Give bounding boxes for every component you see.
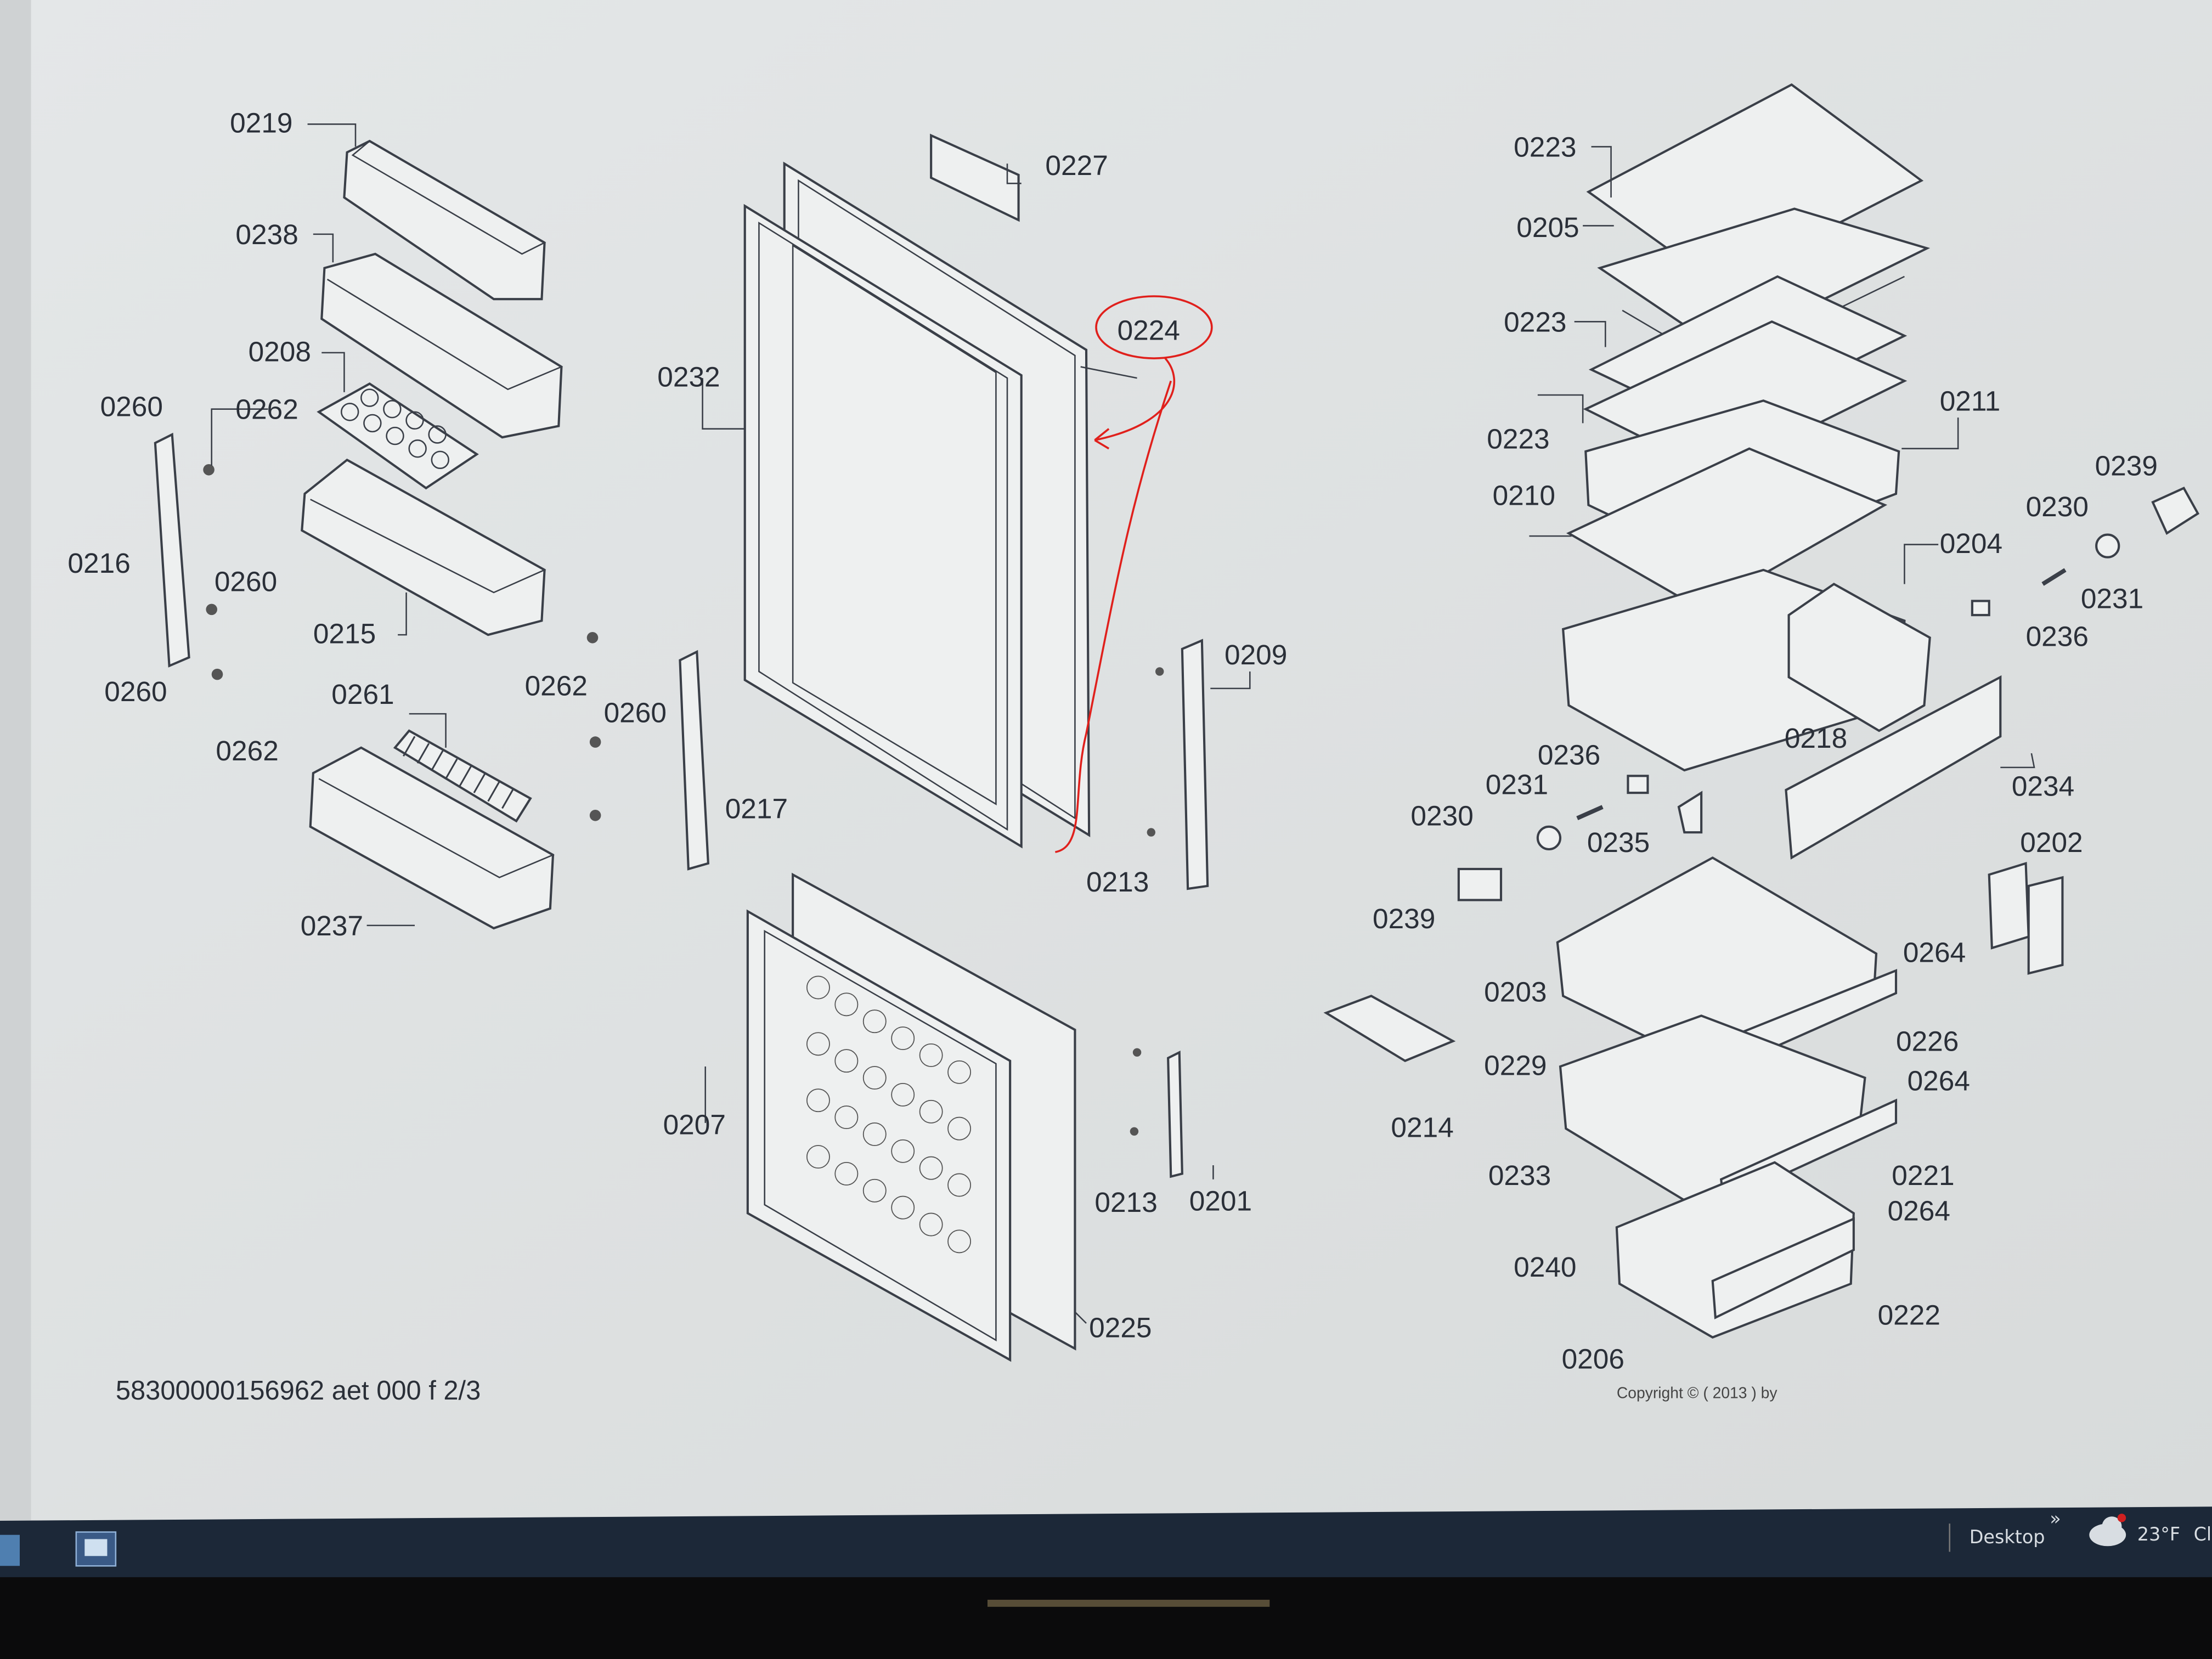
callout: 0230 [1410,799,1473,831]
callout: 0230 [2026,490,2089,522]
callout-labels: 0219 0238 0208 0260 0262 0216 0260 0215 … [67,107,2158,1375]
callout: 0213 [1094,1186,1157,1218]
callout: 0225 [1089,1312,1152,1344]
freezer-door-lower [746,872,1076,1362]
small-parts-right [1457,487,2200,975]
insulation-pattern [806,975,972,1254]
shelf-divider-0261 [393,729,532,823]
callout: 0237 [301,910,363,941]
callout: 0234 [2012,770,2074,802]
door-trim-0201 [1167,1050,1183,1178]
callout: 0236 [2026,620,2089,652]
drawing-reference: 58300000156962 aet 000 f 2/3 [116,1376,481,1406]
door-trim-0209 [1181,639,1209,890]
callout: 0260 [100,391,163,422]
hinge-bracket-0217 [679,650,709,871]
weather-condition[interactable]: Cl [2194,1523,2212,1545]
callout: 0204 [1940,527,2002,559]
door-shelf-0238 [320,252,563,439]
callout: 0206 [1562,1342,1624,1374]
leader-lines [211,123,2035,1324]
callout: 0231 [1486,769,1548,800]
fridge-door-upper [743,161,1091,849]
callout: 0262 [525,670,588,702]
egg-tray-0208 [317,382,479,490]
toolbar-overflow-icon[interactable]: » [2050,1508,2061,1530]
callout: 0260 [604,697,667,729]
callout: 0261 [331,678,394,710]
callout: 0235 [1587,826,1650,858]
callout: 0239 [1373,902,1435,934]
copyright-text: Copyright © ( 2013 ) by [1617,1384,1778,1401]
callout: 0233 [1488,1159,1551,1191]
callout: 0240 [1514,1251,1576,1283]
desktop-toolbar-label[interactable]: Desktop [1970,1526,2045,1548]
callout: 0239 [2095,450,2158,482]
start-button[interactable] [0,1534,20,1566]
callout: 0221 [1892,1159,1954,1191]
callout: 0222 [1878,1299,1940,1331]
screws [203,464,1164,1136]
callout: 0202 [2020,826,2083,858]
callout: 0215 [313,618,376,650]
callout: 0207 [663,1108,726,1140]
callout: 0264 [1888,1194,1950,1226]
callout: 0231 [2081,582,2143,614]
screen-left-edge [0,0,31,1524]
label-plate-0227 [930,133,1020,222]
callout: 0223 [1504,306,1566,337]
callout: 0216 [67,547,130,579]
monitor-bezel [0,1577,2212,1659]
drawer-front-0234 [1785,675,2002,860]
callout-highlighted: 0224 [1118,314,1180,346]
callout: 0262 [216,735,278,766]
red-annotation [1055,295,1213,853]
callout: 0229 [1484,1049,1547,1081]
callout: 0232 [657,361,720,393]
callout: 0208 [249,335,311,367]
callout: 0262 [235,393,298,425]
weather-temperature[interactable]: 23°F [2137,1523,2180,1545]
door-shelf-0215 [301,458,546,636]
callout: 0214 [1391,1111,1453,1143]
glass-0210 [1566,447,1888,611]
callout: 0201 [1189,1184,1252,1216]
callout: 0236 [1538,739,1600,771]
callout: 0205 [1516,211,1579,243]
callout: 0264 [1903,936,1966,968]
cloud-icon[interactable] [2089,1514,2126,1547]
callout: 0223 [1514,131,1576,162]
taskbar [0,1506,2212,1583]
callout: 0226 [1896,1025,1959,1057]
ice-tray-0214 [1323,995,1456,1063]
freezer-drawer-0240 [1615,1161,1855,1339]
callout: 0217 [725,792,788,824]
callout: 0223 [1487,423,1549,455]
hinge-bracket-0216 [154,432,190,668]
door-shelf-0219 [343,139,546,301]
callout: 0238 [235,218,298,250]
callout: 0260 [215,565,277,597]
door-shelf-0237 [309,746,555,930]
callout: 0264 [1908,1065,1970,1097]
callout: 0260 [104,675,167,707]
callout: 0209 [1224,639,1287,670]
callout: 0210 [1493,479,1555,511]
taskbar-app-icon[interactable] [75,1531,117,1567]
drawer-0204 [1787,583,1931,732]
callout: 0211 [1940,385,2001,416]
callout: 0219 [230,107,292,139]
callout: 0203 [1484,976,1547,1008]
callout: 0213 [1086,866,1149,898]
callout: 0227 [1045,149,1108,181]
bezel-reflection [988,1600,1270,1607]
callout: 0218 [1785,722,1847,754]
